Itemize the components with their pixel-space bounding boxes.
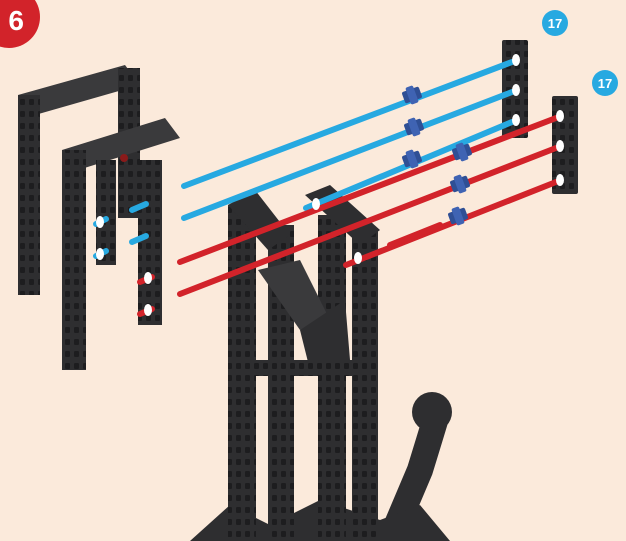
peg-hole: [144, 272, 152, 284]
part-count-badge: 17: [592, 70, 618, 96]
peg-hole: [312, 198, 320, 210]
central-tower: [228, 185, 380, 541]
base-arm-knob: [412, 392, 452, 432]
peg-hole: [354, 252, 362, 264]
peg-hole: [96, 216, 104, 228]
red-peg-line: [390, 225, 440, 245]
peg-hole: [556, 110, 564, 122]
frame-red-marker: [120, 154, 128, 162]
tower-crossbar: [228, 360, 378, 376]
peg-hole: [556, 140, 564, 152]
peg-hole: [512, 54, 520, 66]
left-frame-front-leg-right: [138, 160, 162, 325]
peg-hole: [512, 114, 520, 126]
part-count-badge: 17: [542, 10, 568, 36]
part-count: 17: [548, 16, 562, 31]
left-frame-front-leg-left: [62, 150, 86, 370]
step-number: 6: [8, 5, 24, 37]
part-count: 17: [598, 76, 612, 91]
blue-peg-line: [184, 62, 512, 186]
red-peg-line: [346, 182, 556, 265]
peg-connector-icon: [448, 172, 471, 195]
peg-hole: [512, 84, 520, 96]
peg-hole: [556, 174, 564, 186]
left-frame-back-leg-left: [18, 95, 40, 295]
left-frame-front: [62, 118, 180, 370]
peg-hole: [96, 248, 104, 260]
tower-column-back: [352, 228, 378, 541]
peg-hole: [144, 304, 152, 316]
tower-column-right: [318, 215, 346, 541]
